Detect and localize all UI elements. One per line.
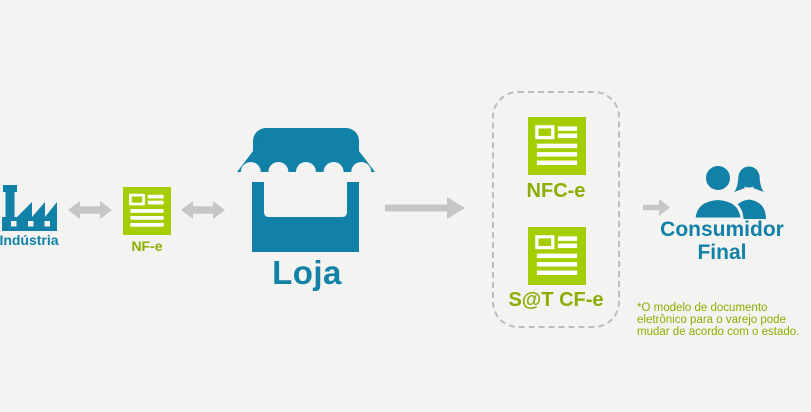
footnote-line: *O modelo de documento	[637, 302, 768, 314]
nfce-document-icon	[528, 117, 586, 175]
industria-label: Indústria	[0, 232, 59, 248]
sat-document-icon	[528, 227, 586, 285]
footnote-line: eletrônico para o varejo pode	[637, 314, 786, 326]
nfe-label: NF-e	[131, 238, 163, 254]
loja-label: Loja	[272, 254, 342, 291]
footnote: *O modelo de documento eletrônico para o…	[637, 302, 811, 339]
double-headed-arrow-icon	[181, 200, 225, 220]
nfce-label: NFC-e	[526, 180, 586, 202]
nfe-document-icon	[123, 187, 171, 235]
footnote-line: mudar de acordo com o estado.	[637, 326, 800, 338]
right-arrow-icon	[385, 197, 465, 219]
consumidor-label-line2: Final	[697, 241, 747, 264]
double-headed-arrow-icon	[68, 200, 112, 220]
store-stall-icon	[237, 120, 377, 253]
consumidor-label-line1: Consumidor	[660, 218, 784, 241]
sat-cfe-label: S@T CF-e	[508, 289, 604, 311]
factory-icon	[1, 181, 58, 231]
consumers-people-icon	[690, 162, 772, 219]
right-arrow-icon	[643, 199, 670, 216]
document-options-group	[492, 91, 620, 328]
consumidor-final-label: Consumidor Final	[647, 218, 797, 264]
